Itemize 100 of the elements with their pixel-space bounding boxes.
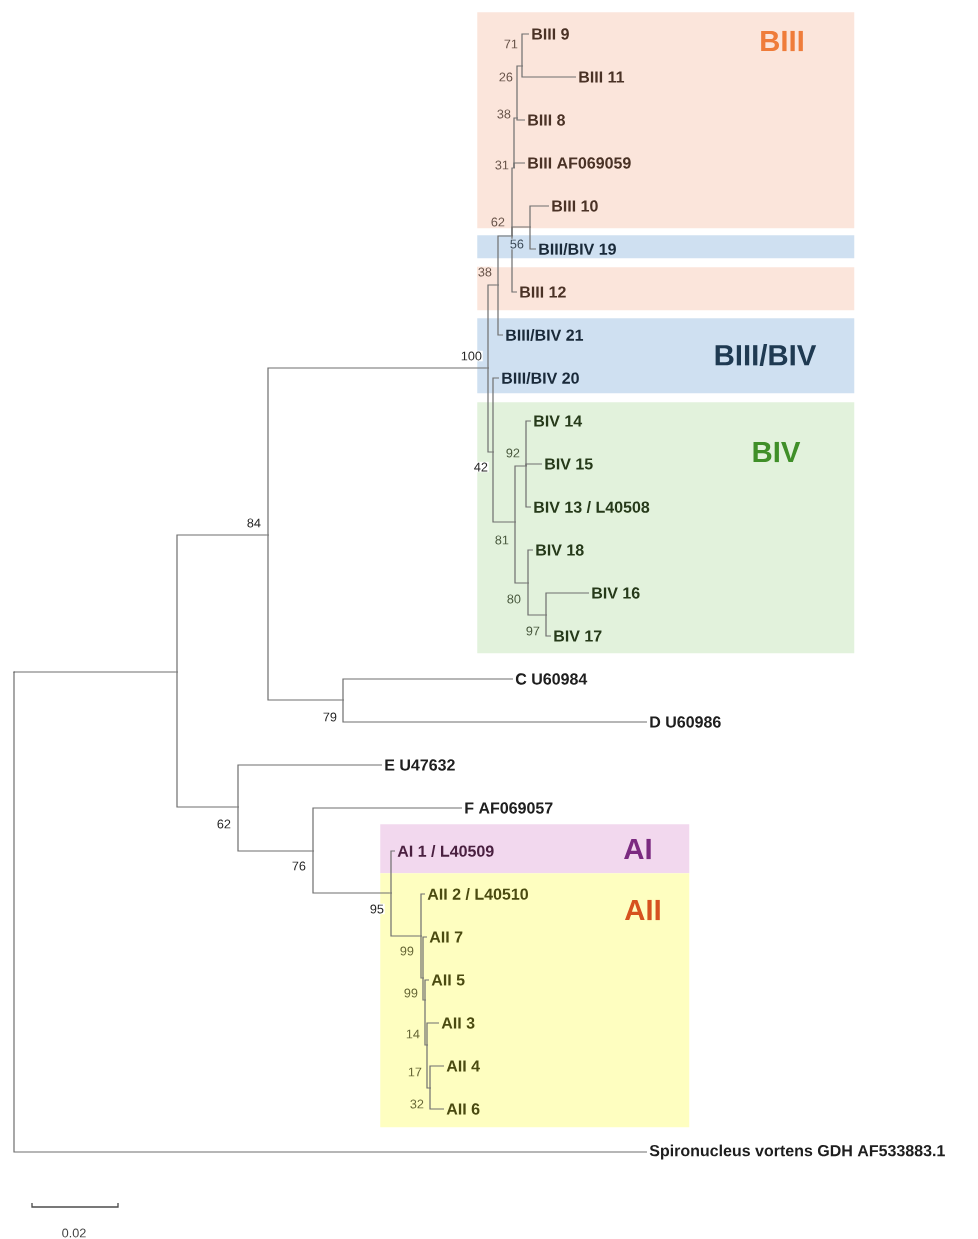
branch-line — [545, 592, 590, 616]
branch-line — [525, 465, 532, 508]
branch-line — [529, 226, 537, 250]
branch-line — [511, 235, 518, 293]
support-value: 62 — [490, 216, 506, 228]
support-value: 76 — [291, 860, 307, 872]
branch-line — [424, 999, 427, 1046]
taxon-label: BIII/BIV 20 — [502, 372, 579, 384]
support-value: 99 — [399, 945, 415, 957]
branch-line — [513, 162, 526, 169]
taxon-label: BIV 16 — [592, 587, 640, 599]
branch-line — [237, 764, 383, 808]
branch-line — [487, 367, 493, 453]
branch-line — [429, 1065, 445, 1089]
clade-band — [477, 235, 855, 259]
support-value: 99 — [403, 987, 419, 999]
taxon-label: AII 7 — [429, 931, 463, 943]
support-value: 38 — [496, 108, 512, 120]
branch-line — [521, 33, 530, 67]
branch-line — [312, 807, 463, 852]
branch-line — [176, 671, 238, 808]
branch-line — [420, 935, 423, 979]
taxon-label: AII 4 — [446, 1060, 480, 1072]
support-value: 14 — [405, 1028, 421, 1040]
support-value: 95 — [369, 903, 385, 915]
support-value: 80 — [506, 593, 522, 605]
taxon-label: BIII 10 — [552, 200, 598, 212]
branch-line — [527, 582, 546, 616]
support-value: 71 — [503, 38, 519, 50]
support-value: 79 — [322, 711, 338, 723]
support-value: 31 — [494, 159, 510, 171]
branch-line — [13, 671, 648, 1153]
branch-line — [426, 1044, 430, 1089]
branch-line — [422, 977, 425, 1001]
taxon-label: E U47632 — [385, 759, 455, 771]
branch-line — [497, 235, 512, 286]
branch-line — [492, 451, 515, 523]
taxon-label: BIII AF069059 — [528, 157, 631, 169]
branch-line — [237, 806, 313, 852]
taxon-label: D U60986 — [650, 716, 721, 728]
support-value: 26 — [498, 71, 514, 83]
support-value: 42 — [473, 461, 489, 473]
taxon-label: AII 6 — [446, 1103, 480, 1115]
support-value: 62 — [216, 818, 232, 830]
branch-line — [511, 226, 530, 237]
branch-line — [312, 850, 391, 894]
taxon-label: BIII/BIV 19 — [539, 243, 616, 255]
branch-line — [516, 65, 522, 119]
support-value: 92 — [505, 447, 521, 459]
scale-label: 0.02 — [62, 1228, 86, 1238]
branch-line — [390, 892, 421, 937]
taxon-label: BIII/BIV 21 — [506, 329, 584, 341]
taxon-label: AII 3 — [441, 1017, 475, 1029]
branch-line — [390, 850, 396, 894]
support-value: 32 — [409, 1098, 425, 1110]
branch-line — [267, 367, 488, 536]
branch-line — [429, 1087, 445, 1110]
taxon-label: BIV 15 — [545, 458, 593, 470]
branch-line — [422, 936, 428, 979]
taxon-label: F AF069057 — [465, 802, 553, 814]
branch-line — [514, 521, 528, 584]
branch-line — [487, 284, 498, 369]
branch-line — [420, 893, 426, 937]
support-value: 100 — [460, 350, 483, 362]
branch-line — [492, 377, 500, 453]
taxon-label: BIV 13 / L40508 — [534, 501, 650, 513]
taxon-label: AII 2 / L40510 — [427, 888, 528, 900]
clade-band — [477, 267, 855, 311]
branch-line — [424, 979, 430, 1001]
branch-line — [529, 205, 550, 228]
taxon-label: BIV 17 — [554, 630, 602, 642]
support-value: 56 — [509, 238, 525, 250]
branch-line — [426, 1022, 440, 1046]
branch-line — [267, 534, 343, 701]
support-value: 38 — [477, 266, 493, 278]
branch-line — [521, 65, 577, 78]
taxon-label: BIII 12 — [520, 286, 566, 298]
taxon-label: BIV 18 — [536, 544, 584, 556]
taxon-label: C U60984 — [515, 673, 588, 685]
support-value: 84 — [246, 517, 262, 529]
taxon-label: BIII 11 — [579, 71, 625, 83]
support-value: 81 — [494, 534, 510, 546]
branch-line — [342, 678, 514, 701]
support-value: 97 — [525, 625, 541, 637]
branch-line — [516, 117, 526, 121]
taxon-label: AII 5 — [431, 974, 465, 986]
taxon-label: BIV 14 — [534, 415, 583, 427]
support-value: 17 — [407, 1066, 423, 1078]
taxon-label: AI 1 / L40509 — [397, 845, 494, 857]
branch-line — [497, 284, 504, 336]
branch-line — [13, 671, 177, 673]
taxon-label: BIII 9 — [532, 28, 569, 40]
taxon-label: Spironucleus vortens GDH AF533883.1 — [649, 1144, 945, 1160]
branch-line — [545, 614, 552, 637]
branch-line — [514, 465, 526, 523]
branch-line — [527, 549, 534, 584]
taxon-label: BIII 8 — [528, 114, 565, 126]
branch-line — [176, 534, 268, 673]
branch-line — [525, 463, 543, 467]
branch-line — [342, 699, 648, 723]
